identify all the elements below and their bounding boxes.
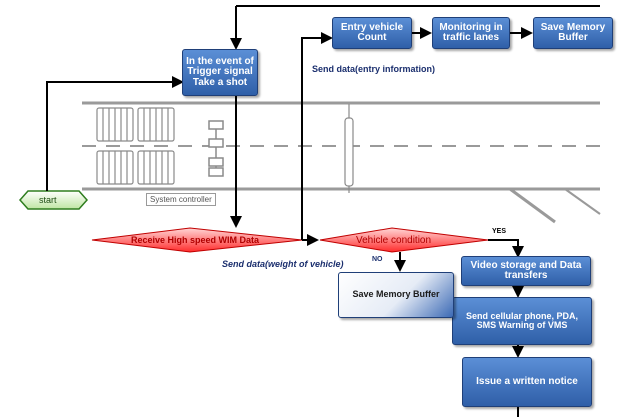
monitoring-box: Monitoring in traffic lanes	[432, 17, 510, 49]
yes-label: YES	[492, 228, 507, 235]
entry-vehicle-count-box: Entry vehicle Count	[332, 17, 412, 49]
save-memory-buffer-top-box: Save Memory Buffer	[533, 17, 613, 49]
system-controller-label: System controller	[146, 193, 216, 206]
wim-sensor-lane-2	[96, 150, 175, 185]
video-storage-box: Video storage and Data transfers	[461, 256, 591, 286]
send-weight-data-label: Send data(weight of vehicle)	[222, 259, 344, 269]
trigger-shot-box: In the event of Trigger signal Take a sh…	[182, 49, 258, 96]
save-memory-buffer-bottom-box: Save Memory Buffer	[338, 272, 454, 318]
wim-sensor-lane-1	[96, 107, 175, 142]
connectors	[46, 5, 600, 417]
no-label: NO	[372, 256, 383, 263]
send-cellular-phone-box: Send cellular phone, PDA, SMS Warning of…	[452, 297, 592, 345]
receive-wim-data-label: Receive High speed WIM Data	[131, 235, 260, 245]
start-label: start	[39, 195, 57, 205]
camera-pole	[344, 104, 354, 193]
vehicle-condition-label: Vehicle condition	[356, 235, 432, 246]
start-terminal	[18, 190, 89, 210]
send-entry-data-label: Send data(entry information)	[312, 64, 436, 74]
loop-detector	[208, 120, 224, 177]
road	[82, 101, 601, 224]
issue-written-notice-box: Issue a written notice	[462, 357, 592, 407]
